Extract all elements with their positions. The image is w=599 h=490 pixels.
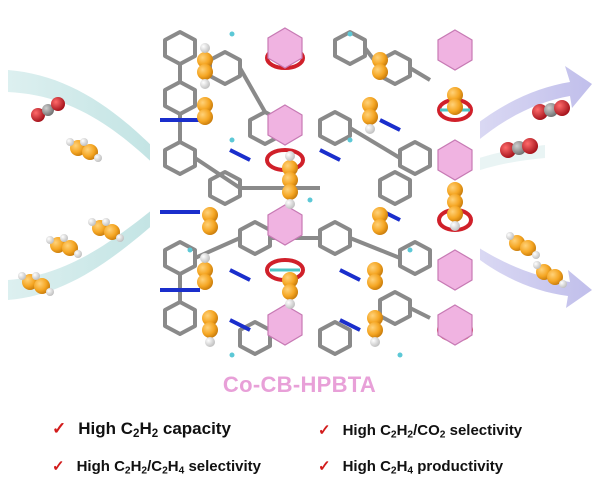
- co2-molecule-left: [31, 97, 65, 122]
- feature-c2h2-co2-selectivity: ✓High C2H2/CO2 selectivity: [318, 422, 523, 441]
- feature-c2h2-c2h4-selectivity: ✓High C2H2/C2H4 selectivity: [52, 458, 261, 477]
- mof-structure-illustration: [8, 27, 592, 360]
- framework: [150, 30, 480, 360]
- feature-c2h2-capacity: ✓High C2H2 capacity: [52, 419, 231, 440]
- c2h4-molecule-3: [46, 234, 82, 258]
- co2-molecule-1: [532, 100, 570, 120]
- left-flow-arrows: [8, 70, 175, 300]
- material-title: Co-CB-HPBTA: [222, 372, 377, 397]
- c2h4-molecule-1: [66, 138, 102, 162]
- c2h4-molecule-right-2: [533, 261, 567, 288]
- adsorbed-gas-molecules: [197, 43, 463, 347]
- feature-c2h4-productivity: ✓High C2H4 productivity: [318, 458, 504, 477]
- check-icon: ✓: [318, 422, 331, 439]
- c2h4-molecule-2: [88, 218, 124, 242]
- incoming-gas-molecules: [18, 97, 124, 296]
- check-icon: ✓: [52, 458, 65, 475]
- co2-molecule-2: [500, 138, 538, 158]
- check-icon: ✓: [52, 419, 67, 438]
- outgoing-gas-molecules: [500, 100, 570, 288]
- c2h4-molecule-right-1: [506, 232, 540, 259]
- c2h4-molecule-4: [18, 272, 54, 296]
- check-icon: ✓: [318, 458, 331, 475]
- carborane-clusters: [267, 27, 473, 346]
